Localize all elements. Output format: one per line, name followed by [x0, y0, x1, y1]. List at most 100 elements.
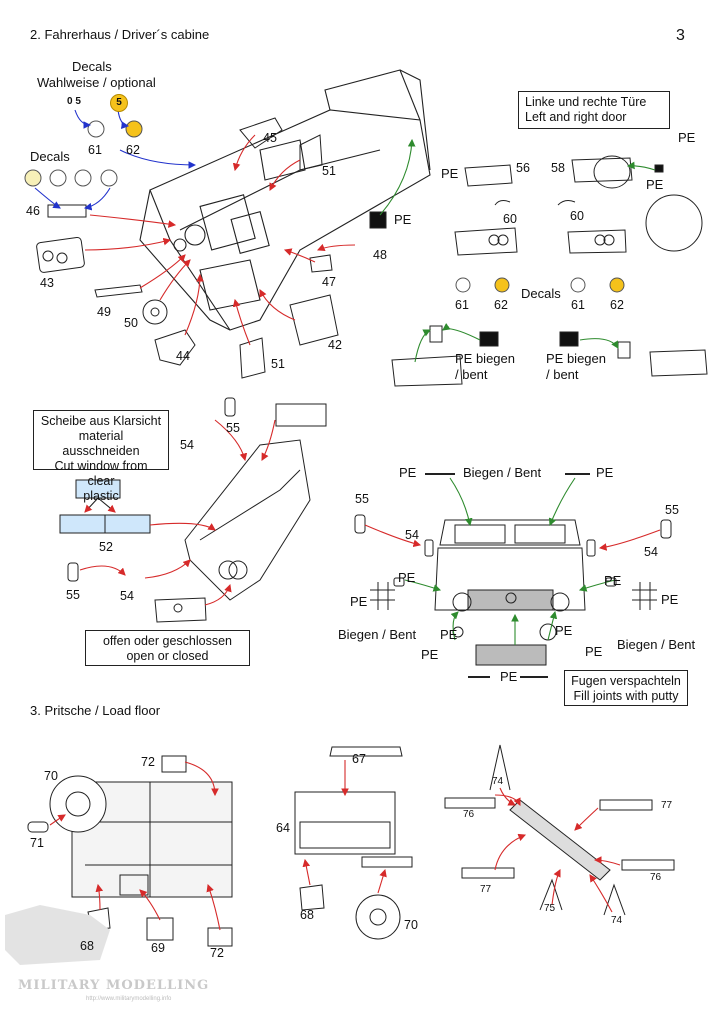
part-55-b: 55	[66, 588, 80, 602]
cabin-interior-drawing	[139, 69, 431, 331]
decal-variant-b: 5	[110, 94, 128, 112]
part-48: 48	[373, 248, 387, 262]
part-64: 64	[276, 821, 290, 835]
part-50: 50	[124, 316, 138, 330]
wheel-70b	[355, 894, 401, 940]
part-51-lower: 51	[271, 357, 285, 371]
part-62-door-left: 62	[494, 298, 508, 312]
part-42-shape	[289, 294, 339, 346]
open-closed-box: offen oder geschlossen open or closed	[85, 630, 250, 666]
part-45: 45	[263, 131, 277, 145]
part-67: 67	[352, 752, 366, 766]
pe-label-light-right: PE	[604, 573, 622, 588]
part-47: 47	[322, 275, 336, 289]
pe-bent-right-2: / bent	[546, 367, 579, 382]
door-note-line2: Left and right door	[525, 110, 627, 124]
pe-bent-right-1: PE biegen	[546, 351, 606, 366]
part-51b-shape	[239, 337, 266, 379]
decals-gauges-label: Decals	[30, 149, 70, 164]
part-77-a: 77	[661, 800, 673, 811]
part-72-b: 72	[210, 946, 224, 960]
part-45-shape	[239, 117, 283, 149]
part-44-shape	[154, 329, 196, 366]
part-42: 42	[328, 338, 342, 352]
part-54-d: 54	[644, 545, 658, 559]
window-note-line3: Cut window from clear	[54, 459, 148, 488]
section-3-title: 3. Pritsche / Load floor	[30, 703, 161, 718]
part-70-b: 70	[404, 918, 418, 932]
putty-note-line2: Fill joints with putty	[573, 689, 679, 703]
part-43: 43	[40, 276, 54, 290]
decals-optional-label: Decals	[72, 59, 112, 74]
part-51a-shape	[299, 134, 323, 171]
door-note-line1: Linke und rechte Türe	[525, 95, 647, 109]
decals-optional-sub: Wahlweise / optional	[37, 75, 156, 90]
pe-label-hook: PE	[421, 647, 439, 662]
part-70-a: 70	[44, 769, 58, 783]
bench-assembly	[509, 799, 611, 881]
watermark-url: http://www.militarymodelling.info	[86, 996, 172, 1002]
part-54-c: 54	[405, 528, 419, 542]
truck-front-drawing	[439, 519, 581, 546]
biegen-bent-right: Biegen / Bent	[617, 637, 696, 652]
part-52: 52	[99, 540, 113, 554]
pe-label-door-part: PE	[646, 177, 664, 192]
pe-label-door-left: PE	[441, 166, 459, 181]
pe-label-door-right: PE	[678, 130, 696, 145]
biegen-bent-left: Biegen / Bent	[338, 627, 417, 642]
pe-bent-left-1: PE biegen	[455, 351, 515, 366]
window-note-line1: Scheibe aus Klarsicht	[40, 414, 162, 428]
part-77-b: 77	[480, 884, 492, 895]
part-55-a: 55	[226, 421, 240, 435]
part-46: 46	[26, 204, 40, 218]
part-71: 71	[30, 836, 44, 850]
part-56: 56	[516, 161, 530, 175]
part-55-c: 55	[355, 492, 369, 506]
part-74-a: 74	[492, 776, 504, 787]
part-47-shape	[309, 254, 333, 273]
part-76-a: 76	[463, 809, 475, 820]
pe-emblem-shape	[369, 211, 387, 229]
window-note-line4: plastic	[83, 489, 119, 503]
putty-note-box: Fugen verspachteln Fill joints with putt…	[564, 670, 688, 706]
pe-label-grille-right: PE	[661, 592, 679, 607]
part-60-left: 60	[503, 212, 517, 226]
cabin-window-drawing	[184, 439, 311, 601]
door-panel-58	[571, 157, 633, 183]
biegen-bent-top: Biegen / Bent	[463, 465, 542, 480]
part-44: 44	[176, 349, 190, 363]
page-number: 3	[676, 27, 685, 44]
pe-label-light-left: PE	[398, 570, 416, 585]
decals-doors-label: Decals	[521, 286, 561, 301]
part-75: 75	[544, 903, 556, 914]
part-74-b: 74	[611, 915, 623, 926]
pe-label-lamp: PE	[585, 644, 603, 659]
part-76-b: 76	[650, 872, 662, 883]
part-58: 58	[551, 161, 565, 175]
window-note-line2: material ausschneiden	[62, 429, 140, 458]
pe-label-bumper-right: PE	[555, 623, 573, 638]
pe-label-mirror-right: PE	[596, 465, 614, 480]
watermark-tank-silhouette	[5, 905, 110, 965]
part-69: 69	[151, 941, 165, 955]
part-68-b: 68	[300, 908, 314, 922]
part-61: 61	[88, 143, 102, 157]
part-55-d: 55	[665, 503, 679, 517]
part-51: 51	[322, 164, 336, 178]
part-54-b: 54	[120, 589, 134, 603]
pe-label-emblem: PE	[394, 212, 412, 227]
part-62: 62	[126, 143, 140, 157]
door-detail-zoom	[645, 194, 703, 252]
open-closed-line1: offen oder geschlossen	[102, 634, 233, 648]
part-50-shape	[142, 299, 168, 325]
pe-label-bumper-left: PE	[440, 627, 458, 642]
pe-bent-left-2: / bent	[455, 367, 488, 382]
part-72-a: 72	[141, 755, 155, 769]
watermark-text: MILITARY MODELLING	[18, 978, 210, 993]
part-43-shape	[36, 236, 85, 273]
open-closed-line2: open or closed	[126, 649, 209, 663]
part-61-door-right: 61	[571, 298, 585, 312]
part-68-a: 68	[80, 939, 94, 953]
part-49-shape	[94, 284, 143, 298]
window-note-box: Scheibe aus Klarsicht material ausschnei…	[33, 410, 169, 503]
